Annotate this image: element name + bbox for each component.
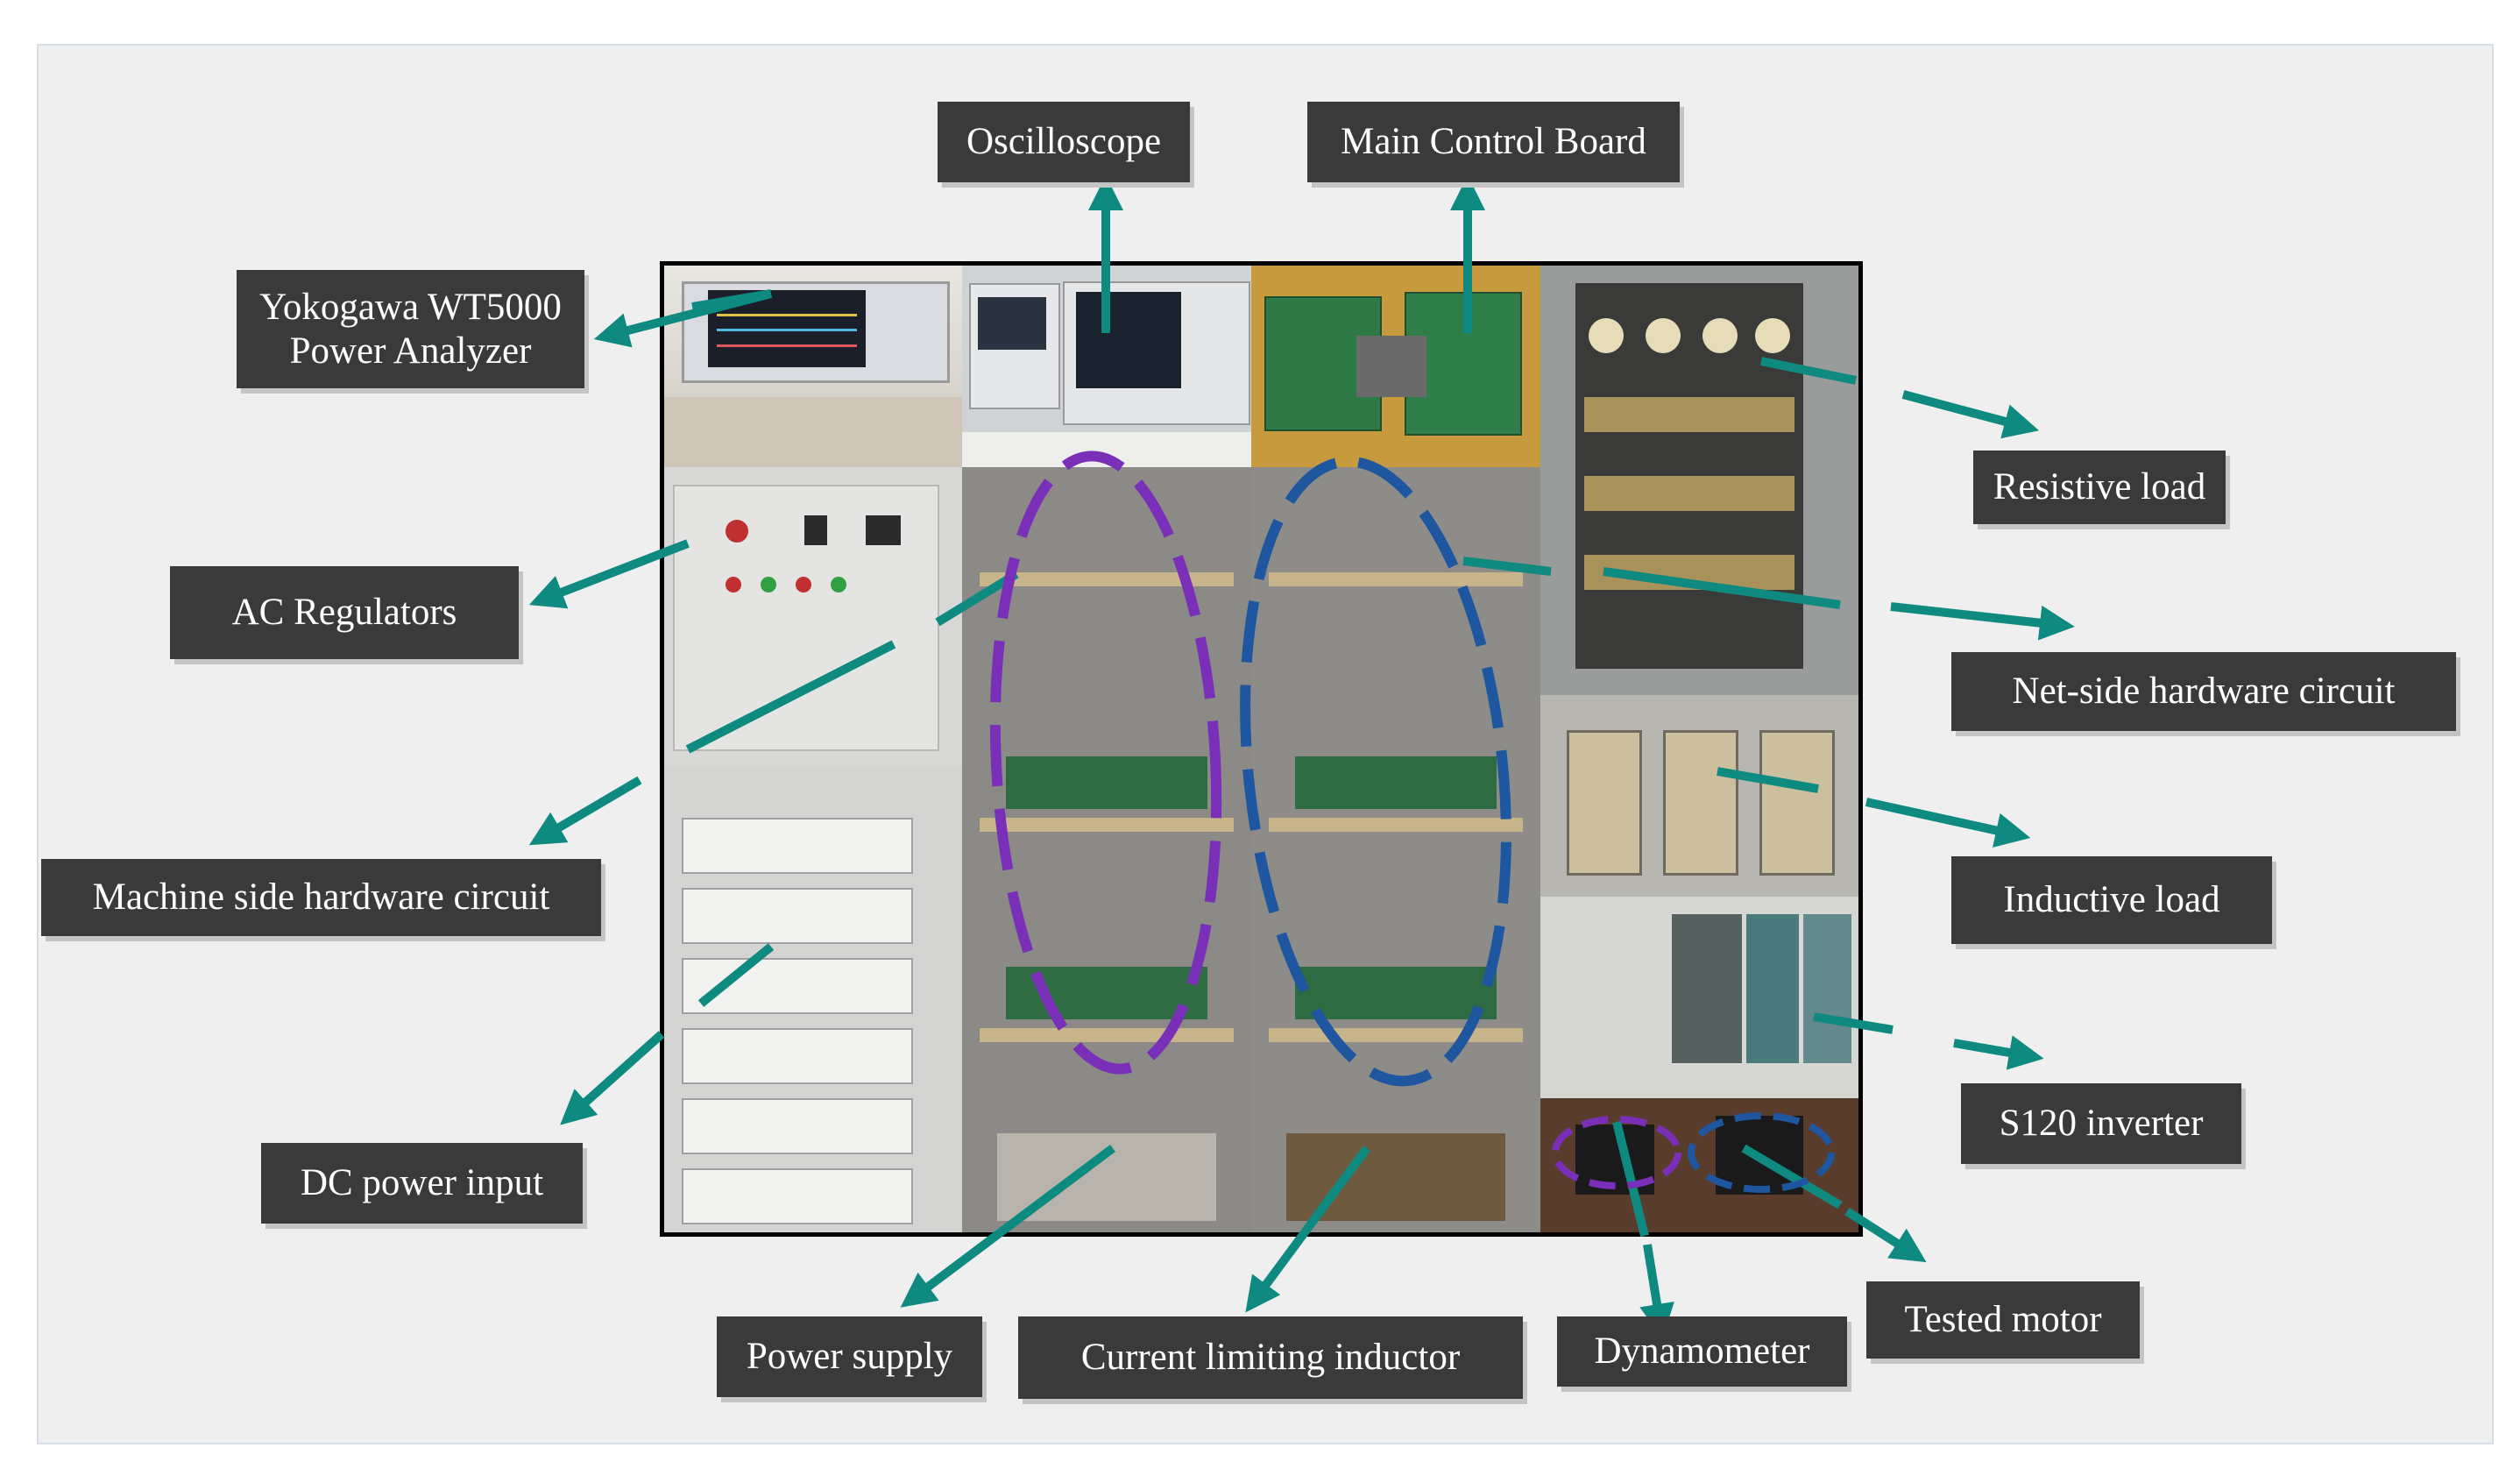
main-control-board-photo [1251, 266, 1540, 467]
dynamometer-label: Dynamometer [1557, 1316, 1847, 1387]
machine-side-hardware-circuit-label: Machine side hardware circuit [41, 859, 601, 936]
oscilloscope-photo [962, 266, 1251, 467]
power-analyzer-label-line2: Power Analyzer [289, 330, 532, 372]
dc-power-input-label: DC power input [261, 1143, 583, 1224]
power-supply-label: Power supply [717, 1316, 982, 1397]
oscilloscope-label: Oscilloscope [938, 102, 1190, 182]
inductive-load-label: Inductive load [1951, 856, 2272, 944]
machine-side-rack-photo [962, 467, 1251, 1232]
dc-power-supply-photo [664, 765, 962, 1232]
power-analyzer-photo [664, 266, 962, 467]
ac-regulators-label: AC Regulators [170, 566, 519, 659]
current-limiting-inductor-label: Current limiting inductor [1018, 1316, 1523, 1399]
resistive-load-photo [1540, 266, 1858, 695]
s120-inverter-label: S120 inverter [1961, 1083, 2241, 1164]
power-analyzer-label-line1: Yokogawa WT5000 [259, 286, 562, 328]
s120-inverter-photo [1540, 897, 1858, 1232]
inductive-load-photo [1540, 695, 1858, 897]
ac-regulators-photo [664, 467, 962, 765]
resistive-load-label: Resistive load [1973, 451, 2226, 524]
net-side-rack-photo [1251, 467, 1540, 1232]
power-analyzer-label: Yokogawa WT5000 Power Analyzer [237, 270, 584, 388]
tested-motor-label: Tested motor [1866, 1281, 2140, 1359]
main-control-board-label: Main Control Board [1307, 102, 1680, 182]
test-bench-photo-collage [660, 261, 1863, 1237]
net-side-hardware-circuit-label: Net-side hardware circuit [1951, 652, 2456, 731]
